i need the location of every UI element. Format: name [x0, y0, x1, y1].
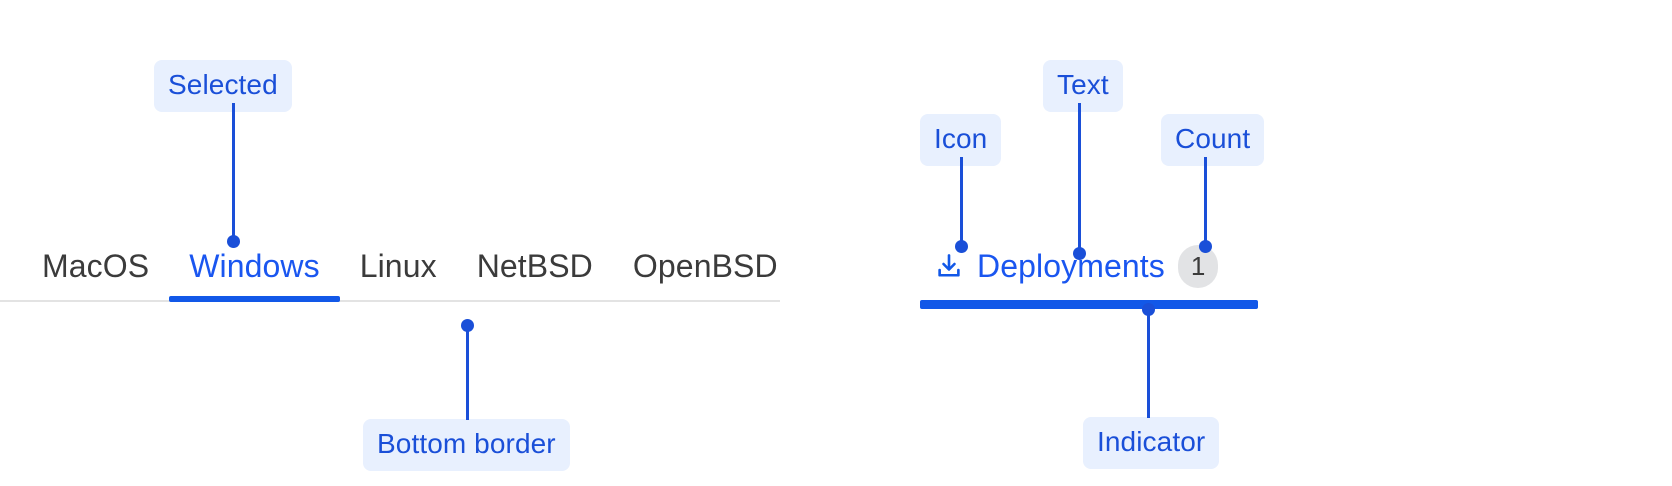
annotation-bottom-border-line — [466, 325, 469, 420]
annotation-count-dot — [1199, 240, 1212, 253]
os-tab-bar: MacOS Windows Linux NetBSD OpenBSD — [0, 244, 780, 302]
annotation-icon-dot — [955, 240, 968, 253]
tab-windows[interactable]: Windows — [169, 244, 340, 302]
count-badge: 1 — [1177, 244, 1219, 288]
tab-macos[interactable]: MacOS — [22, 244, 169, 300]
annotation-icon-line — [960, 157, 963, 247]
annotation-count-line — [1204, 157, 1207, 247]
annotation-indicator: Indicator — [1083, 417, 1220, 469]
active-tab-indicator — [920, 300, 1258, 309]
tab-label: NetBSD — [476, 248, 593, 284]
annotation-selected-dot — [227, 235, 240, 248]
tab-netbsd[interactable]: NetBSD — [457, 244, 613, 300]
deployments-tab-bar: Deployments 1 — [920, 244, 1232, 302]
tab-label: Linux — [359, 248, 437, 284]
tab-list: MacOS Windows Linux NetBSD OpenBSD — [0, 244, 780, 302]
tab-openbsd[interactable]: OpenBSD — [613, 244, 798, 300]
tab-label: OpenBSD — [632, 248, 778, 284]
annotation-icon: Icon — [920, 114, 1002, 166]
tab-label: Deployments — [977, 248, 1165, 284]
annotation-selected-line — [232, 103, 235, 242]
annotation-indicator-dot — [1142, 303, 1155, 316]
download-icon — [934, 251, 964, 282]
annotation-text-dot — [1073, 247, 1086, 260]
annotation-count: Count — [1161, 114, 1265, 166]
annotation-bottom-border: Bottom border — [363, 419, 570, 471]
annotation-selected: Selected — [154, 60, 292, 112]
annotation-text: Text — [1043, 60, 1123, 112]
annotation-indicator-line — [1147, 310, 1150, 418]
tab-linux[interactable]: Linux — [340, 244, 457, 300]
tab-label: MacOS — [42, 248, 150, 284]
tab-label: Windows — [189, 248, 320, 284]
annotation-text-line — [1078, 103, 1081, 254]
tab-deployments[interactable]: Deployments 1 — [920, 244, 1232, 302]
